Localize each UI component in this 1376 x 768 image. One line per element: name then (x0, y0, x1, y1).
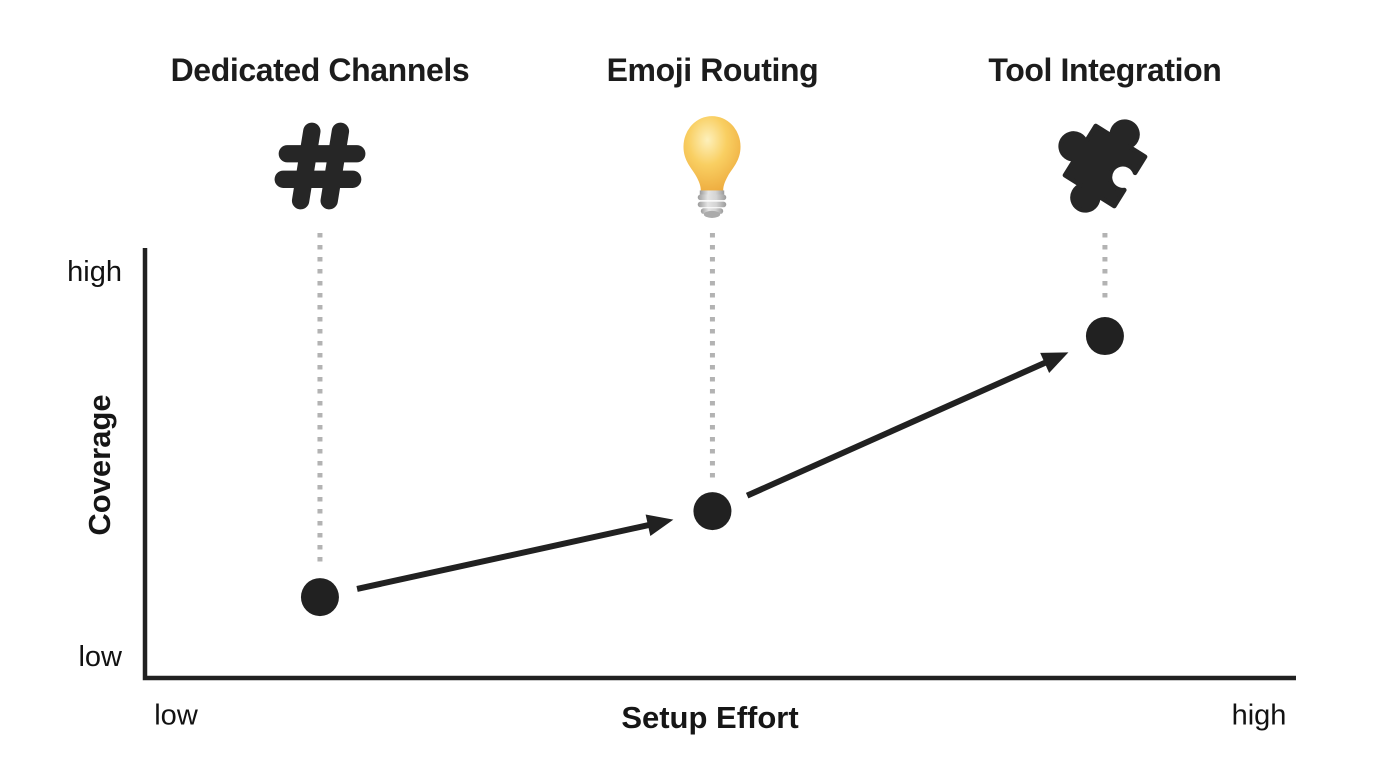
column-title-emoji-routing: Emoji Routing (606, 52, 819, 88)
x-axis-tick-low: low (154, 699, 198, 732)
x-axis-tick-high: high (1231, 699, 1287, 732)
puzzle-piece-icon (1049, 110, 1161, 222)
hashtag-icon (271, 117, 369, 215)
lightbulb-icon (671, 112, 753, 220)
y-axis-tick-low: low (78, 641, 122, 673)
column-title-tool-integration: Tool Integration (988, 52, 1222, 88)
column-title-dedicated-channels: Dedicated Channels (170, 52, 470, 88)
y-axis-title: Coverage (82, 394, 117, 536)
x-axis-title: Setup Effort (621, 700, 799, 735)
y-axis-tick-high: high (67, 256, 122, 288)
